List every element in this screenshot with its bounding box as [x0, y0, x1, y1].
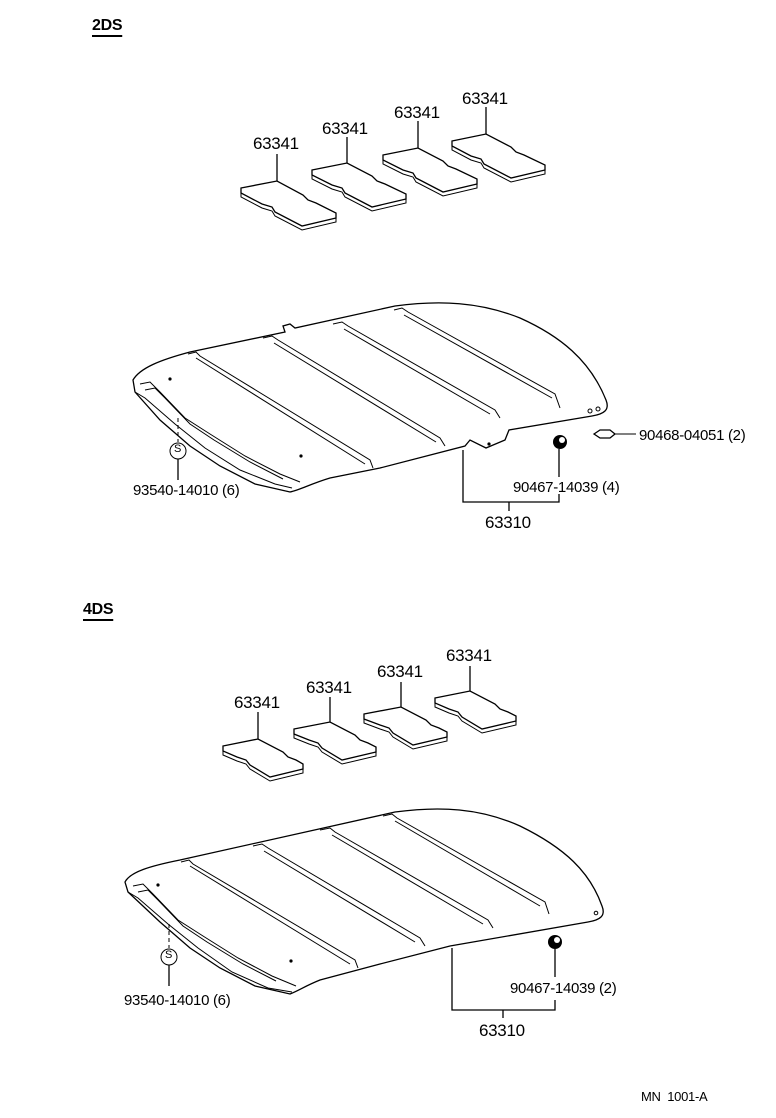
2ds-clip-part-label: 93540-14010 (6)	[133, 482, 240, 499]
2ds-clip-symbol-s: S	[174, 443, 182, 455]
2ds-pad-4	[451, 107, 546, 183]
4ds-pad-1	[222, 712, 304, 782]
4ds-pad-4-part-number: 63341	[446, 646, 492, 665]
4ds-assembly-part-label: 63310	[479, 1021, 525, 1040]
4ds-pad-2	[293, 697, 377, 765]
4ds-clip-symbol-s: S	[165, 949, 173, 961]
4ds-clip-part-label: 93540-14010 (6)	[124, 992, 231, 1009]
4ds-pad-4	[434, 666, 517, 734]
2ds-pad-3-part-number: 63341	[394, 103, 440, 122]
4ds-pad-3	[363, 682, 448, 750]
2ds-extra-clip-part-label: 90468-04051 (2)	[639, 427, 746, 444]
2ds-pad-2	[311, 137, 407, 212]
4ds-pad-3-part-number: 63341	[377, 662, 423, 681]
diagram-reference-code: MN 1001-A	[641, 1089, 708, 1104]
2ds-pad-4-part-number: 63341	[462, 89, 508, 108]
4ds-pad-1-part-number: 63341	[234, 693, 280, 712]
4ds-leaders	[160, 924, 562, 1018]
2ds-pad-2-part-number: 63341	[322, 119, 368, 138]
2ds-pad-1	[240, 154, 337, 231]
2ds-pad-1-part-number: 63341	[253, 134, 299, 153]
2ds-assembly-part-label: 63310	[485, 513, 531, 532]
2ds-leaders	[169, 418, 636, 511]
section-title-4ds: 4DS	[83, 601, 114, 618]
2ds-fastener-part-label: 90467-14039 (4)	[513, 479, 620, 496]
2ds-roof-headliner	[132, 302, 608, 493]
4ds-fastener-part-label: 90467-14039 (2)	[510, 980, 617, 997]
2ds-pad-3	[382, 121, 478, 197]
section-title-2ds: 2DS	[92, 17, 123, 34]
4ds-pad-2-part-number: 63341	[306, 678, 352, 697]
4ds-roof-headliner	[124, 808, 604, 995]
